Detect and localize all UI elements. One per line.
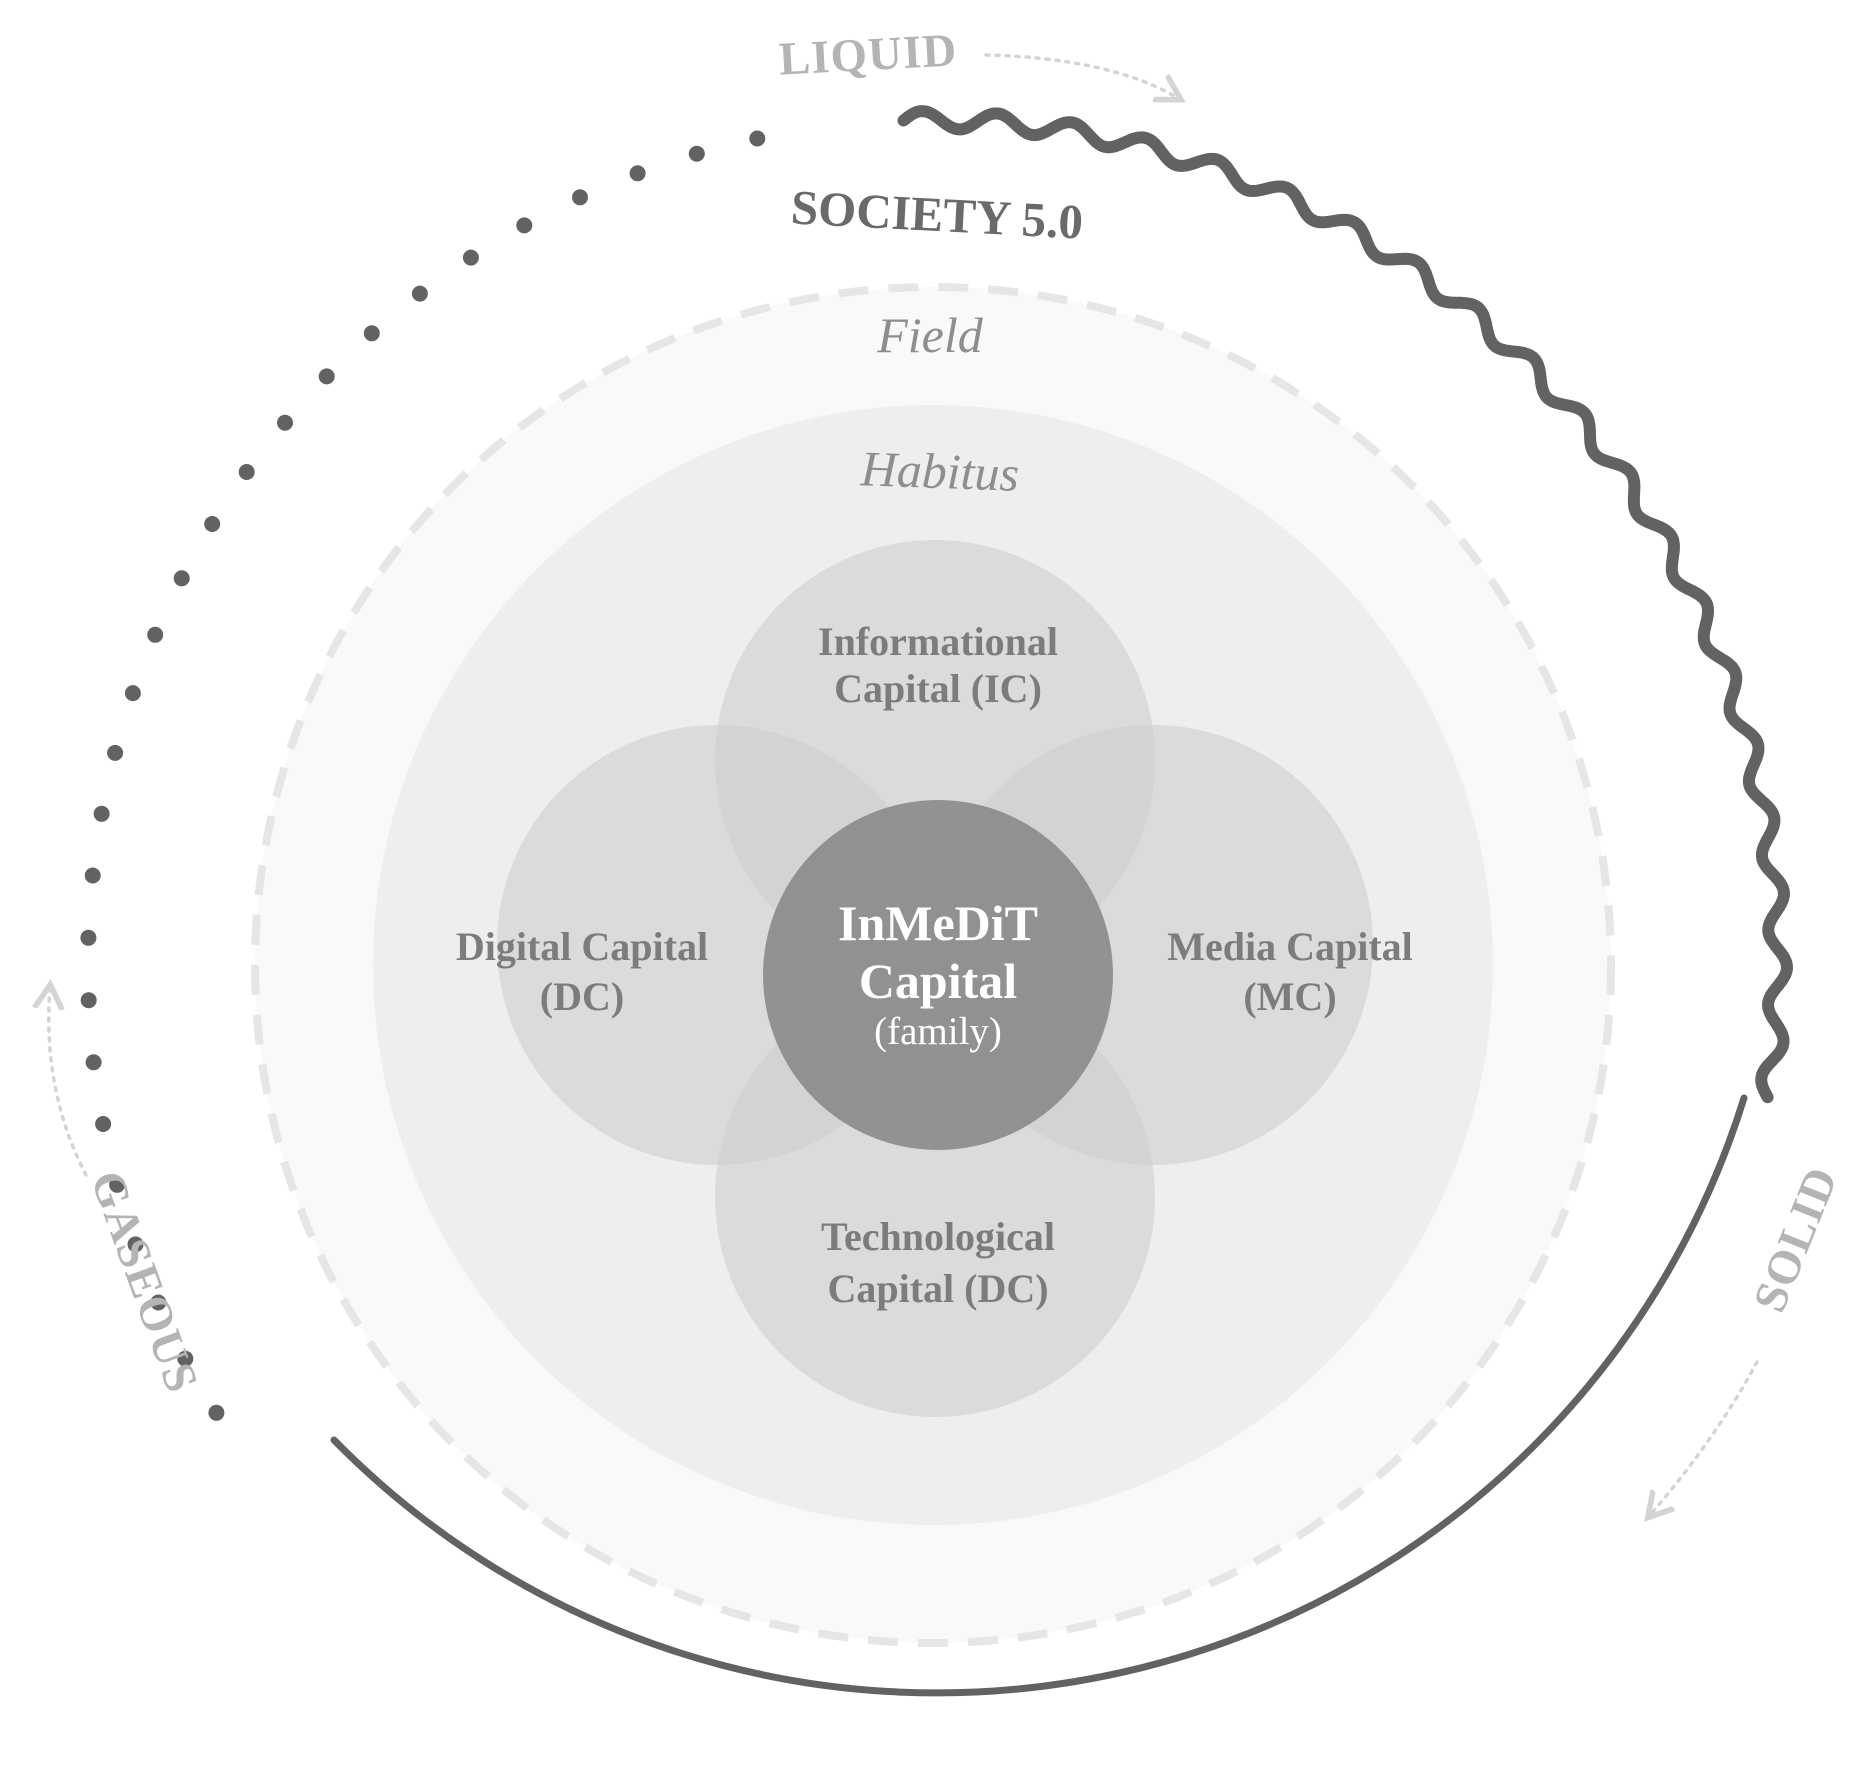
media-capital-label-line1: Media Capital [1167, 924, 1413, 969]
digital-capital-label-line2: (DC) [540, 974, 624, 1019]
gaseous-dot [572, 189, 588, 206]
gaseous-dotted-arc [80, 130, 766, 1421]
society-label: SOCIETY 5.0 [790, 179, 1085, 249]
gaseous-dot [147, 626, 164, 643]
solid-arrow [1650, 1360, 1759, 1515]
gaseous-dot [629, 165, 646, 182]
gaseous-dot [238, 464, 255, 480]
informational-capital-label-line1: Informational [818, 619, 1058, 664]
gaseous-dot [80, 992, 97, 1009]
gaseous-dot [173, 570, 190, 587]
center-title-line2: Capital [859, 953, 1017, 1009]
gaseous-dot [177, 1350, 194, 1367]
digital-capital-label-line1: Digital Capital [456, 924, 708, 969]
field-label: Field [876, 307, 984, 363]
liquid-arrow [984, 53, 1178, 98]
gaseous-dot [85, 1054, 102, 1071]
gaseous-label: GASEOUS [80, 1164, 208, 1399]
gaseous-dot [208, 1404, 225, 1421]
solid-label: SOLID [1744, 1160, 1849, 1320]
gaseous-dot [109, 1176, 126, 1193]
gaseous-dot [80, 929, 97, 946]
center-subtitle: (family) [874, 1010, 1002, 1053]
liquid-label: LIQUID [778, 24, 959, 85]
gaseous-arrow [49, 988, 88, 1177]
gaseous-dot [318, 368, 335, 385]
gaseous-dot [363, 325, 380, 342]
inmedit-center-circle [763, 800, 1113, 1150]
media-capital-label-line2: (MC) [1243, 974, 1336, 1019]
gaseous-dot [150, 1294, 167, 1311]
solid-ring-arc [330, 1094, 1748, 1697]
informational-capital-label-line2: Capital (IC) [834, 666, 1042, 711]
gaseous-dot [749, 130, 766, 147]
gaseous-dot [688, 145, 705, 162]
gaseous-dot [204, 516, 221, 532]
technological-capital-label-line2: Capital (DC) [827, 1266, 1048, 1311]
liquid-wave-arc [897, 105, 1794, 1104]
gaseous-dot [462, 249, 479, 266]
habitus-label: Habitus [859, 440, 1020, 502]
gaseous-dot [411, 285, 428, 302]
gaseous-dot [516, 217, 533, 234]
gaseous-dot [277, 414, 293, 431]
technological-capital-label-line1: Technological [821, 1214, 1055, 1259]
gaseous-dot [107, 744, 124, 761]
gaseous-dot [127, 1236, 144, 1253]
center-title-line1: InMeDiT [838, 895, 1038, 951]
gaseous-dot [84, 867, 101, 884]
gaseous-dot [124, 685, 141, 702]
gaseous-dot [93, 805, 110, 822]
gaseous-dot [95, 1116, 112, 1132]
